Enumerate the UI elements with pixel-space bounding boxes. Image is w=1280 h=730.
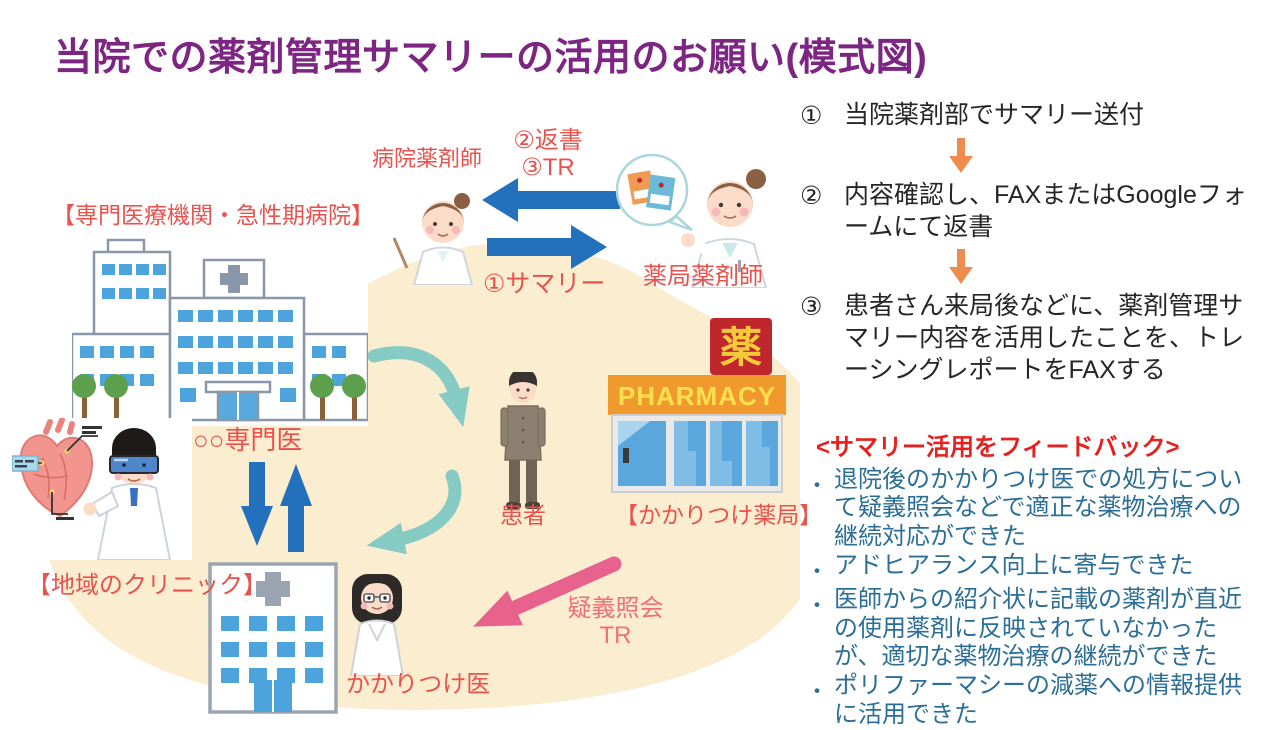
step-1-number: ①: [800, 102, 823, 130]
specialist-doctor-illustration: [12, 418, 192, 560]
summary-label: ①サマリー: [483, 270, 606, 298]
pharmacy-banner-text: PHARMACY: [618, 381, 776, 411]
patient-illustration: [500, 372, 546, 509]
smart-glasses-icon: [109, 455, 159, 474]
reply-label-line1: ②返書: [513, 127, 583, 154]
step-3: ③ 患者さん来局後などに、薬剤管理サマリー内容を活用したことを、トレーシングレポ…: [800, 291, 1270, 386]
heart-hologram-icon: [12, 418, 102, 520]
process-panel: ① 当院薬剤部でサマリー送付 ② 内容確認し、FAXまたはGoogleフォームに…: [800, 100, 1270, 730]
tree-icon: [72, 374, 366, 420]
bullet-dot: ・: [805, 472, 828, 498]
hospital-illustration: [72, 236, 368, 426]
medicine-notebook-bubble-icon: [615, 153, 693, 232]
arrow-summary-right-icon: [487, 225, 607, 269]
arrow-to-patient-icon: [367, 346, 470, 428]
specialist-figure: [83, 428, 172, 560]
hospital-cross-icon: [220, 265, 248, 293]
bullet-dot: ・: [805, 679, 828, 705]
feedback-bullet-3: ・ 医師からの紹介状に記載の薬剤が直近の使用薬剤に反映されていなかったが、適切な…: [800, 586, 1270, 672]
page-title: 当院での薬剤管理サマリーの活用のお願い(模式図): [54, 37, 928, 79]
step-3-text: 患者さん来局後などに、薬剤管理サマリー内容を活用したことを、トレーシングレポート…: [844, 292, 1245, 384]
clinic-cross-icon: [256, 572, 290, 606]
arrow-inquiry-icon: [473, 556, 622, 627]
pharmacy-pharmacist-label: 薬局薬剤師: [643, 263, 763, 290]
pharmacy-illustration: 薬 PHARMACY: [608, 318, 786, 493]
inquiry-label-line2: TR: [599, 621, 632, 649]
pharmacy-banner: [608, 375, 786, 415]
hospital-pharmacist-illustration: [393, 193, 474, 285]
step-3-number: ③: [800, 293, 823, 322]
feedback-bullet-2: ・ アドヒアランス向上に寄与できた: [800, 552, 1270, 586]
feedback-heading: <サマリー活用をフィードバック>: [816, 433, 1180, 461]
bullet-dot: ・: [805, 558, 828, 584]
clinic-label: 【地域のクリニック】: [27, 572, 267, 599]
step-2-number: ②: [800, 181, 823, 210]
arrow-to-family-doctor-icon: [366, 469, 462, 555]
arrow-up-icon: [280, 464, 312, 552]
arrow-reply-left-icon: [482, 178, 620, 222]
pharmacy-sign-text: 薬: [720, 324, 762, 371]
patient-label: 患者: [500, 502, 546, 528]
reply-label-line2: ③TR: [521, 153, 575, 181]
hospital-label: 【専門医療機関・急性期病院】: [52, 202, 374, 228]
orange-down-arrow-icon: [949, 137, 973, 173]
feedback-bullet-1: ・ 退院後のかかりつけ医での処方について疑義照会などで適正な薬物治療への継続対応…: [800, 466, 1270, 552]
specialist-label: ○○専門医: [193, 425, 303, 455]
inquiry-label-line1: 疑義照会: [567, 595, 664, 622]
family-doctor-label: かかりつけ医: [346, 671, 491, 698]
orange-down-arrow-icon: [949, 249, 973, 285]
pharmacy-sign: [710, 318, 772, 375]
step-1: ① 当院薬剤部でサマリー送付: [800, 100, 1270, 132]
family-doctor-illustration: [349, 574, 405, 676]
step-1-text: 当院薬剤部でサマリー送付: [844, 101, 1145, 129]
bullet-dot: ・: [805, 592, 828, 618]
step-2: ② 内容確認し、FAXまたはGoogleフォームにて返書: [800, 180, 1270, 244]
pharmacy-pharmacist-illustration: [681, 169, 768, 288]
arrow-down-icon: [241, 462, 273, 546]
step-2-text: 内容確認し、FAXまたはGoogleフォームにて返書: [844, 180, 1247, 241]
clinic-illustration: [208, 562, 338, 714]
pharmacy-label: 【かかりつけ薬局】: [615, 502, 823, 528]
hospital-pharmacist-label: 病院薬剤師: [372, 146, 483, 171]
feedback-bullet-4: ・ ポリファーマシーの減薬への情報提供に活用できた: [800, 672, 1270, 730]
